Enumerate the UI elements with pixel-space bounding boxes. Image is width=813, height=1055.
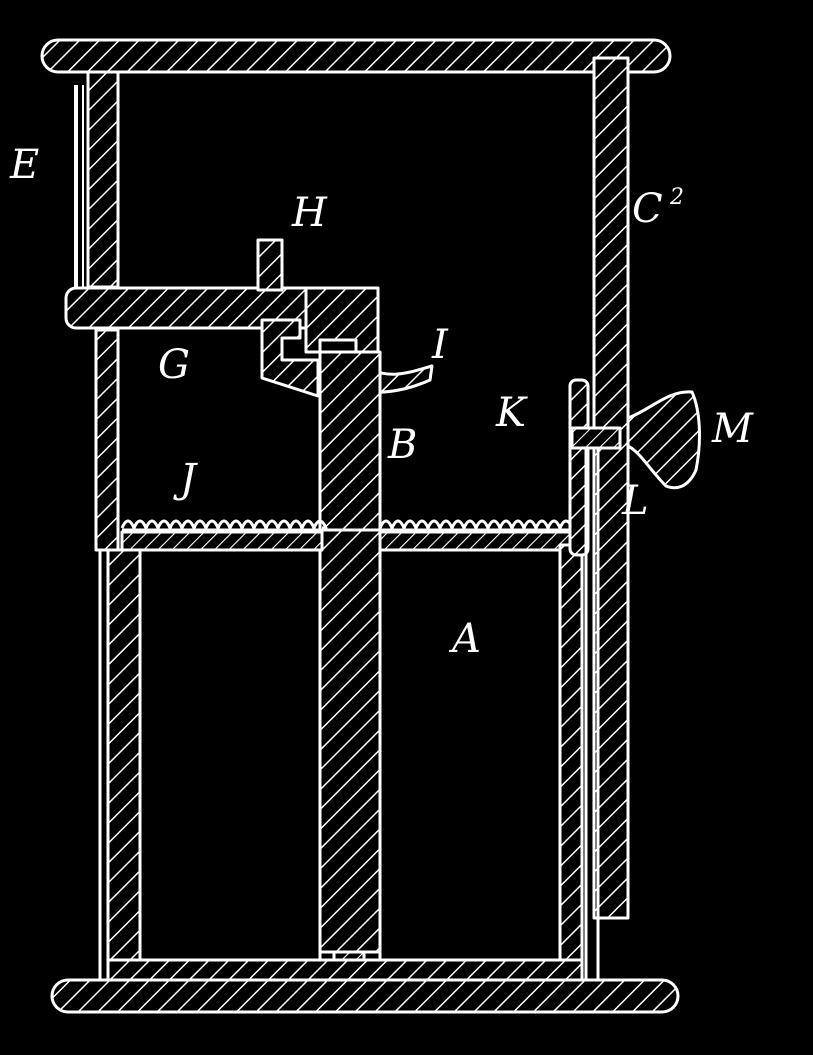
- label-l: L: [621, 478, 649, 524]
- part-i-sleeve: [260, 318, 320, 398]
- label-i: I: [431, 322, 449, 368]
- label-a: A: [448, 616, 481, 662]
- part-a-top-plate-right: [378, 530, 582, 552]
- part-j-gear-rack: [120, 519, 328, 530]
- upper-right-wall: [592, 56, 630, 920]
- label-k: K: [495, 390, 528, 436]
- label-j: J: [173, 456, 198, 502]
- lower-left-inner-wall: [106, 548, 142, 972]
- part-a-top-plate: [120, 530, 324, 552]
- part-h-pin: [256, 238, 284, 292]
- label-c2-superscript: 2: [669, 185, 684, 210]
- label-m: M: [711, 406, 754, 452]
- upper-left-wall: [86, 70, 120, 289]
- part-m-knob: [626, 390, 701, 490]
- part-b-shaft: [318, 350, 382, 954]
- part-h-bearing: [304, 286, 380, 354]
- label-h: H: [291, 190, 328, 236]
- label-c2: C: [632, 186, 663, 232]
- part-j-gear-rack-right: [378, 519, 580, 530]
- part-k-collar: [570, 426, 622, 450]
- lower-left-outer-wall: [94, 328, 120, 552]
- top-cap-plate: [40, 38, 672, 74]
- part-a-left-chamber: [138, 548, 322, 962]
- part-a-right-divider: [568, 378, 590, 557]
- label-e: E: [9, 142, 39, 188]
- part-a-right-wall: [558, 543, 584, 967]
- label-b: B: [387, 422, 417, 468]
- base-plate: [50, 978, 680, 1014]
- label-g: G: [158, 342, 190, 388]
- part-a-right-chamber: [378, 548, 562, 962]
